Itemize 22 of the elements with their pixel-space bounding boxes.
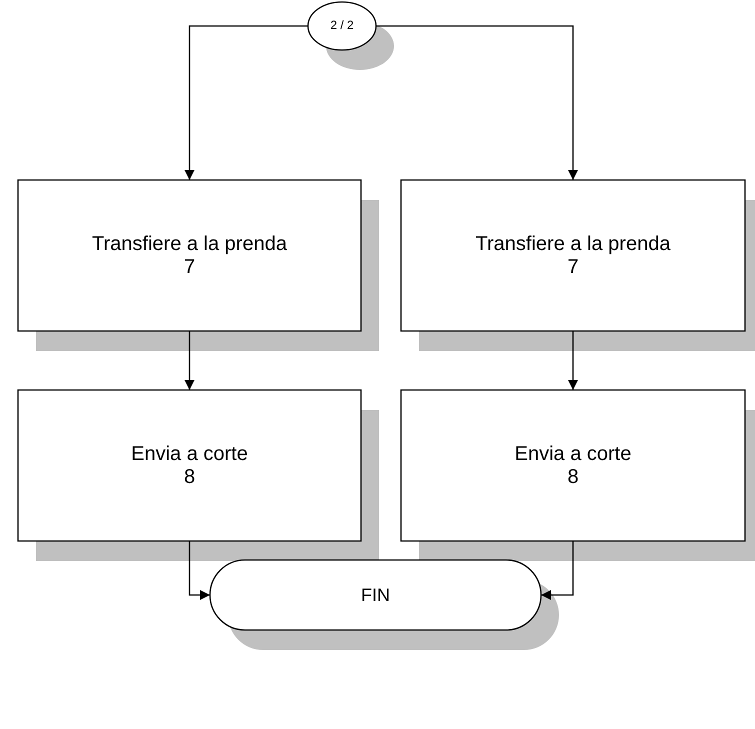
flow-arrow bbox=[184, 25, 308, 180]
process-box bbox=[401, 180, 745, 331]
step-number: 8 bbox=[184, 466, 196, 488]
flow-arrow bbox=[541, 541, 574, 600]
step-number: 7 bbox=[184, 256, 196, 278]
process-box bbox=[18, 390, 361, 541]
node-label: Transfiere a la prenda bbox=[476, 232, 670, 256]
node-label: Envia a corte bbox=[131, 442, 248, 466]
flow-arrow bbox=[184, 331, 194, 390]
node-label: 2 / 2 bbox=[330, 19, 354, 33]
flow-arrow bbox=[376, 25, 578, 180]
terminator-shape bbox=[210, 560, 541, 630]
flow-arrow bbox=[568, 331, 578, 390]
node-label: FIN bbox=[361, 584, 390, 606]
node-label: Transfiere a la prenda bbox=[92, 232, 287, 256]
connector-circle bbox=[308, 2, 376, 50]
node-label: Envia a corte bbox=[514, 442, 632, 466]
process-box bbox=[401, 390, 745, 541]
step-number: 7 bbox=[567, 256, 579, 278]
process-box bbox=[18, 180, 361, 331]
step-number: 8 bbox=[567, 466, 579, 488]
flow-arrow bbox=[188, 541, 210, 600]
